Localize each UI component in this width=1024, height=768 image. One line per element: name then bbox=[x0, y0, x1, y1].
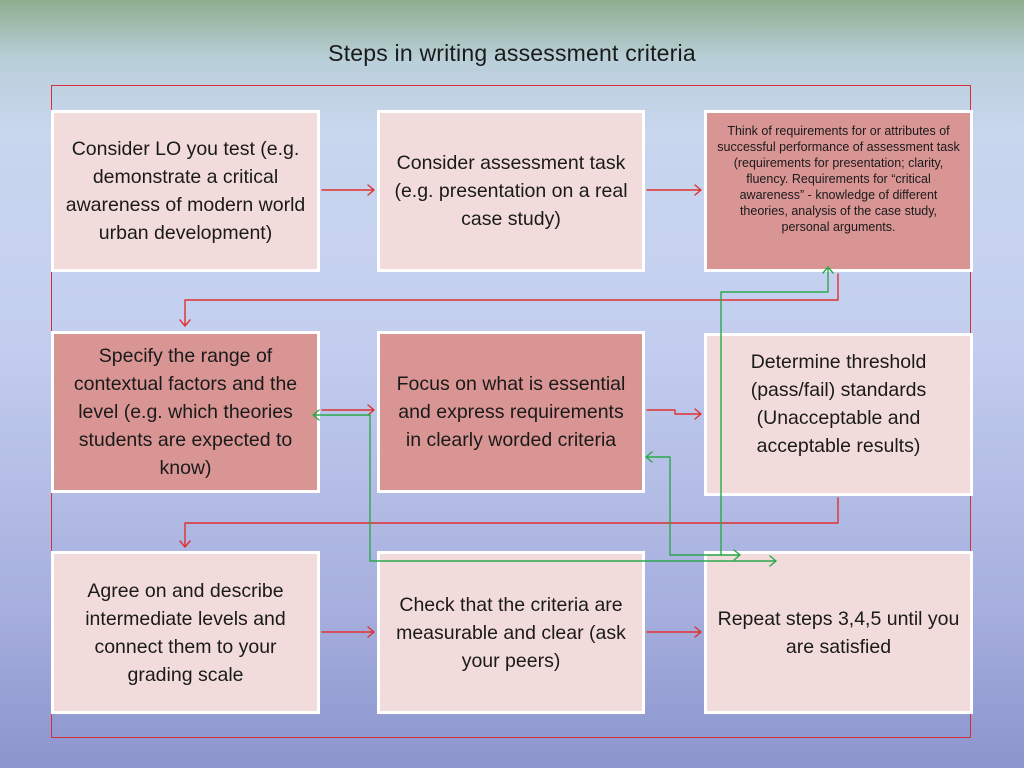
feedback-to-step-4 bbox=[312, 409, 371, 421]
arrow-2-to-3 bbox=[646, 184, 702, 196]
arrow-1-to-2 bbox=[321, 184, 375, 196]
feedback-branch bbox=[720, 549, 741, 561]
step-consider-task: Consider assessment task (e.g. presentat… bbox=[377, 110, 645, 272]
step-threshold: Determine threshold (pass/fail) standard… bbox=[704, 333, 973, 496]
feedback-to-step-5 bbox=[645, 451, 671, 556]
page-title: Steps in writing assessment criteria bbox=[328, 40, 696, 66]
flow-arrows bbox=[179, 184, 839, 638]
feedback-return-line bbox=[369, 414, 777, 567]
step-check-measurable: Check that the criteria are measurable a… bbox=[377, 551, 645, 714]
feedback-arrows bbox=[312, 266, 834, 567]
step-repeat: Repeat steps 3,4,5 until you are satisfi… bbox=[704, 551, 973, 714]
arrow-4-to-5 bbox=[321, 404, 375, 416]
arrow-3-to-4 bbox=[179, 273, 839, 327]
arrow-8-to-9 bbox=[646, 626, 702, 638]
step-intermediate-levels: Agree on and describe intermediate level… bbox=[51, 551, 320, 714]
step-focus-criteria: Focus on what is essential and express r… bbox=[377, 331, 645, 493]
arrow-5-to-6 bbox=[646, 408, 702, 420]
step-contextual-factors: Specify the range of contextual factors … bbox=[51, 331, 320, 493]
step-consider-lo: Consider LO you test (e.g. demonstrate a… bbox=[51, 110, 320, 272]
arrow-7-to-8 bbox=[321, 626, 375, 638]
step-requirements: Think of requirements for or attributes … bbox=[704, 110, 973, 272]
arrow-6-to-7 bbox=[179, 497, 839, 548]
feedback-to-step-3 bbox=[720, 266, 834, 556]
